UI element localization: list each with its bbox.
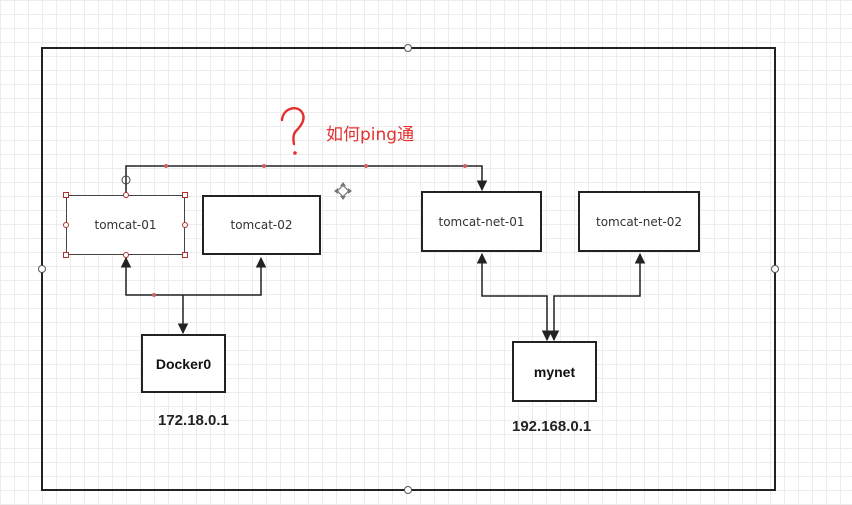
node-tomcat-01[interactable]: tomcat-01 [66,195,185,255]
selection-handle-se[interactable] [182,252,188,258]
connector-waypoint[interactable] [121,175,131,185]
ping-question-text[interactable]: 如何ping通 [326,125,415,145]
node-tomcat-net-01-label: tomcat-net-01 [438,214,525,229]
container-handle-right[interactable] [771,265,779,273]
selection-handle-sw[interactable] [63,252,69,258]
node-docker0-label: Docker0 [155,355,212,372]
connector-waypoint[interactable] [364,164,368,168]
question-mark-icon [280,107,305,146]
node-mynet[interactable]: mynet [512,341,597,402]
docker0-ip-label: 172.18.0.1 [158,412,229,429]
container-handle-bottom[interactable] [404,486,412,494]
connector-tomcat02-to-bridge[interactable] [183,256,267,296]
container-frame[interactable] [41,47,776,491]
connector-mynet-to-tomcatnet01[interactable] [476,252,553,342]
connector-tomcat01-to-bridge[interactable] [120,256,183,296]
selection-handle-e[interactable] [182,222,188,228]
selection-handle-w[interactable] [63,222,69,228]
connector-tomcat01-to-tomcatnet01[interactable] [125,165,488,195]
node-tomcat-02-label: tomcat-02 [230,218,293,232]
container-handle-left[interactable] [38,265,46,273]
node-tomcat-01-label: tomcat-01 [94,218,157,232]
node-docker0[interactable]: Docker0 [141,334,226,393]
selection-handle-ne[interactable] [182,192,188,198]
selection-handle-nw[interactable] [63,192,69,198]
question-mark-dot [293,151,297,155]
node-mynet-label: mynet [533,363,576,380]
node-tomcat-net-02-label: tomcat-net-02 [595,214,682,229]
node-tomcat-net-02[interactable]: tomcat-net-02 [578,191,700,252]
move-cursor-icon [334,182,352,200]
selection-handle-s[interactable] [123,252,129,258]
mynet-ip-label: 192.168.0.1 [512,418,592,435]
connector-mynet-to-tomcatnet02[interactable] [548,252,646,342]
node-tomcat-net-01[interactable]: tomcat-net-01 [421,191,542,252]
connector-waypoint[interactable] [463,164,467,168]
node-tomcat-02[interactable]: tomcat-02 [202,195,321,255]
container-handle-top[interactable] [404,44,412,52]
connector-waypoint[interactable] [152,293,156,297]
selection-handle-n[interactable] [123,192,129,198]
connector-waypoint[interactable] [164,164,168,168]
connector-waypoint[interactable] [262,164,266,168]
